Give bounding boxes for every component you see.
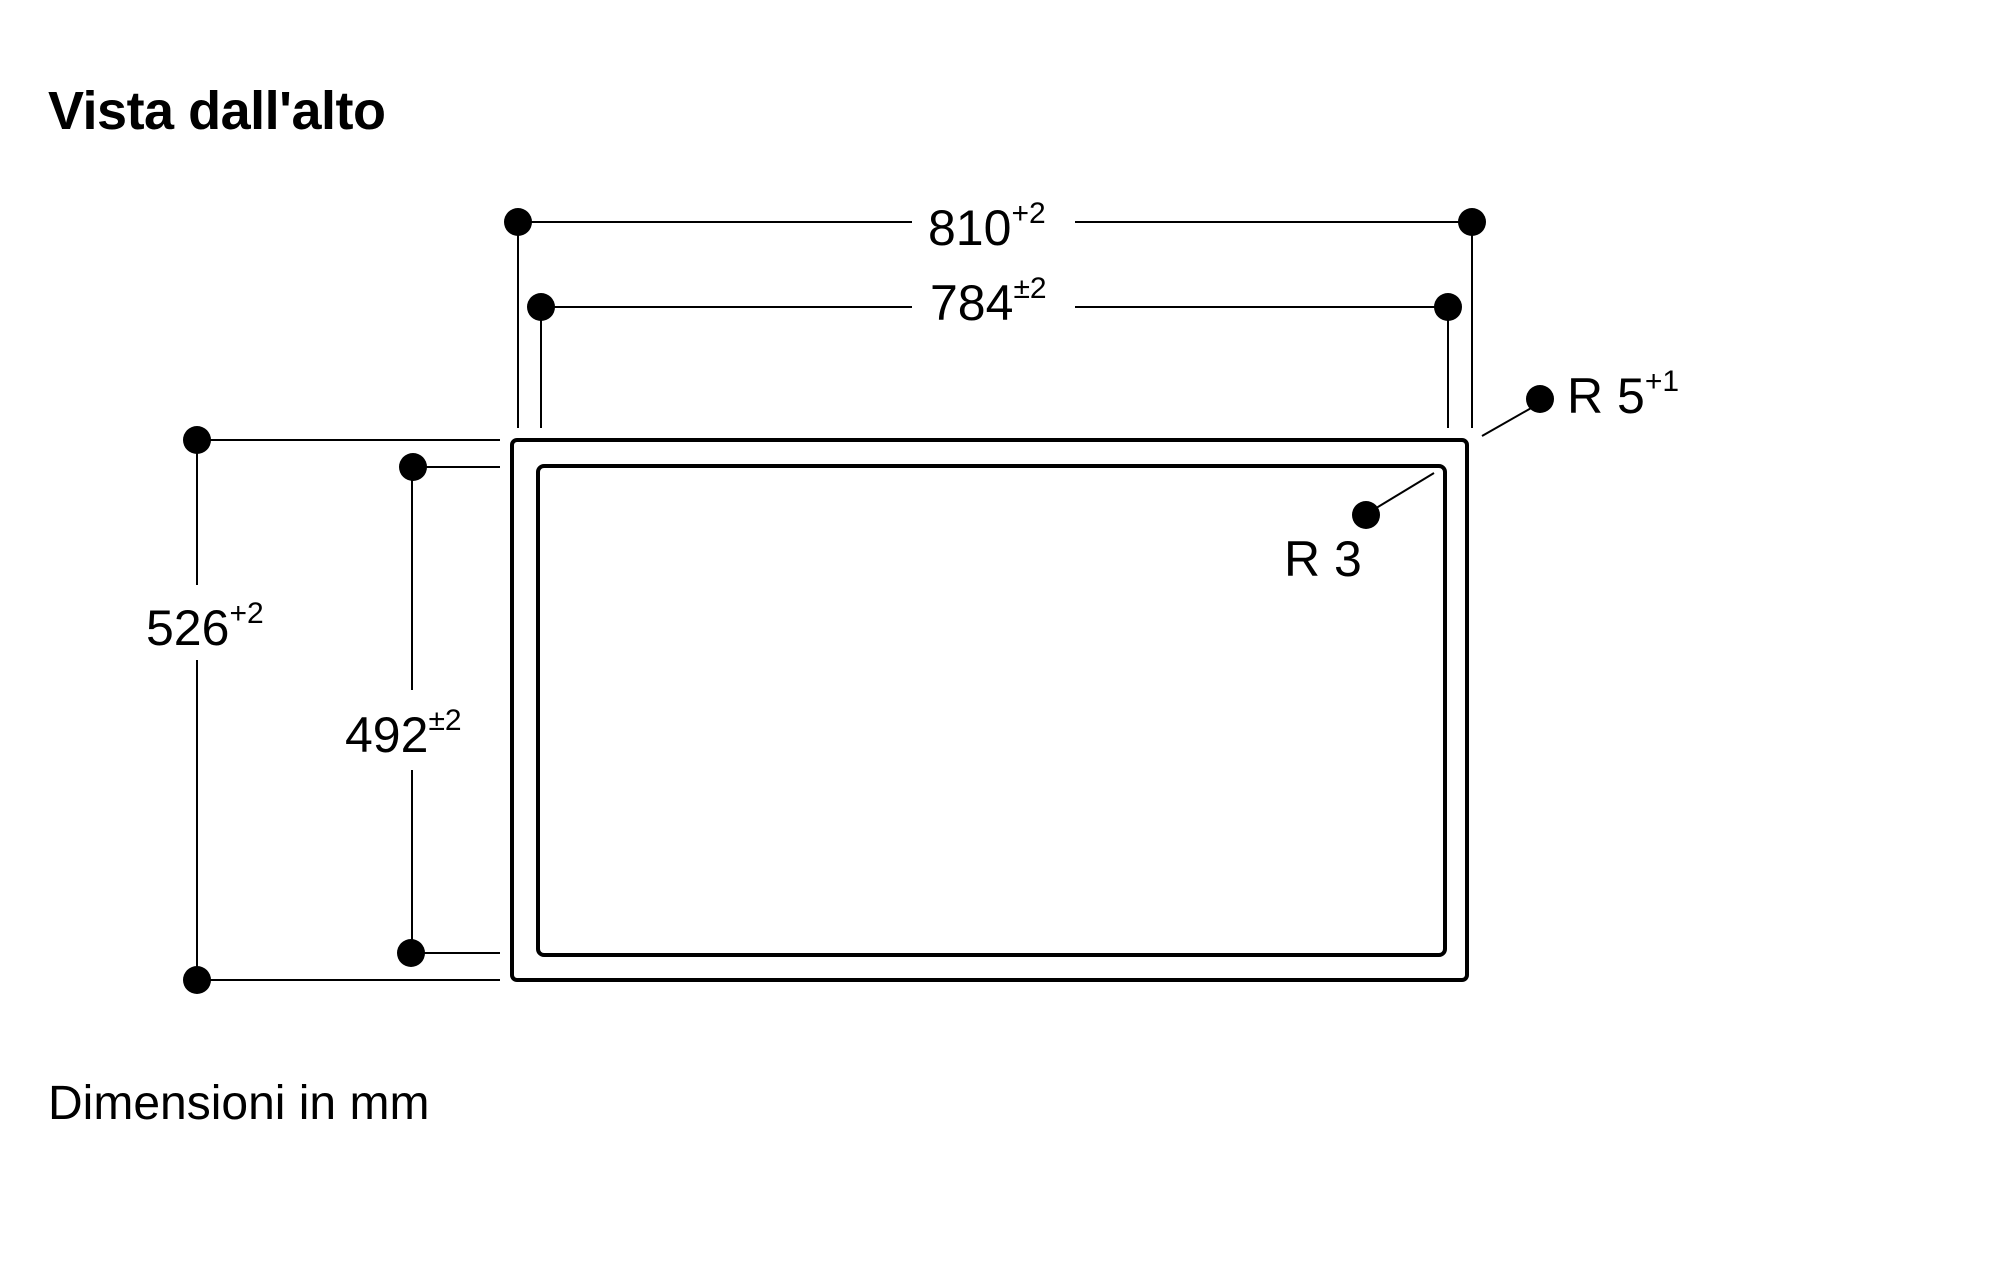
dimension-inner-depth bbox=[397, 453, 500, 967]
dimension-outer-width bbox=[504, 208, 1486, 428]
inner-width-tolerance: ±2 bbox=[1013, 272, 1046, 305]
callout-point bbox=[1352, 501, 1380, 529]
outer-radius-prefix: R 5 bbox=[1567, 368, 1645, 424]
page-title: Vista dall'alto bbox=[48, 81, 386, 141]
dimension-label-inner-depth: 492±2 bbox=[345, 704, 462, 763]
outer-depth-value: 526 bbox=[146, 600, 229, 656]
dimension-label-inner-width: 784±2 bbox=[930, 272, 1047, 331]
radius-label-outer: R 5+1 bbox=[1567, 365, 1679, 424]
units-note: Dimensioni in mm bbox=[48, 1077, 430, 1130]
inner-depth-value: 492 bbox=[345, 707, 428, 763]
dimension-point bbox=[183, 426, 211, 454]
callout-outer-radius bbox=[1481, 385, 1554, 437]
dimension-point bbox=[183, 966, 211, 994]
inner-depth-tolerance: ±2 bbox=[428, 704, 461, 737]
callout-inner-radius bbox=[1352, 472, 1435, 529]
dimension-point bbox=[1458, 208, 1486, 236]
outer-depth-tolerance: +2 bbox=[229, 597, 263, 630]
dimension-label-outer-width: 810+2 bbox=[928, 197, 1046, 256]
outer-radius-tolerance: +1 bbox=[1645, 365, 1679, 398]
radius-label-inner: R 3 bbox=[1284, 531, 1362, 587]
inner-frame bbox=[536, 464, 1447, 957]
dimension-point bbox=[399, 453, 427, 481]
dimension-point bbox=[1434, 293, 1462, 321]
outer-width-tolerance: +2 bbox=[1011, 197, 1045, 230]
dimension-point bbox=[527, 293, 555, 321]
outer-frame bbox=[510, 438, 1469, 982]
dimension-point bbox=[397, 939, 425, 967]
dimension-label-outer-depth: 526+2 bbox=[146, 597, 264, 656]
dimension-inner-width bbox=[527, 293, 1462, 428]
inner-width-value: 784 bbox=[930, 275, 1013, 331]
outer-width-value: 810 bbox=[928, 200, 1011, 256]
callout-point bbox=[1526, 385, 1554, 413]
dimension-outer-depth bbox=[183, 426, 500, 994]
dimension-point bbox=[504, 208, 532, 236]
